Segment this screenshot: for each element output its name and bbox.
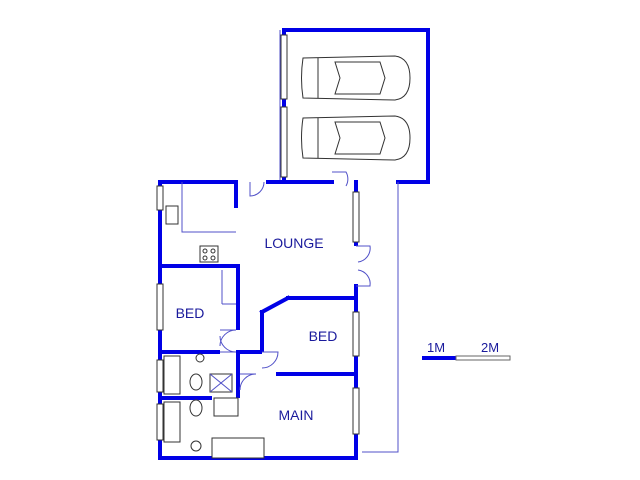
room-label-bed: BED (309, 328, 338, 344)
garage (279, 28, 430, 184)
scale-bar: 1M 2M (422, 340, 511, 361)
scale-label-1m: 1M (427, 340, 445, 355)
room-label-lounge: LOUNGE (264, 235, 323, 251)
room-label-main: MAIN (279, 407, 314, 423)
scale-label-2m: 2M (481, 340, 499, 355)
interior-walls (158, 264, 358, 400)
room-label-bed: BED (176, 305, 205, 321)
boundary-line (362, 182, 399, 453)
windows (156, 185, 360, 441)
kitchen (165, 182, 236, 305)
doors (219, 171, 371, 391)
car-icon (301, 115, 411, 161)
car-icon (301, 55, 411, 101)
bathroom-fixtures (163, 353, 265, 459)
